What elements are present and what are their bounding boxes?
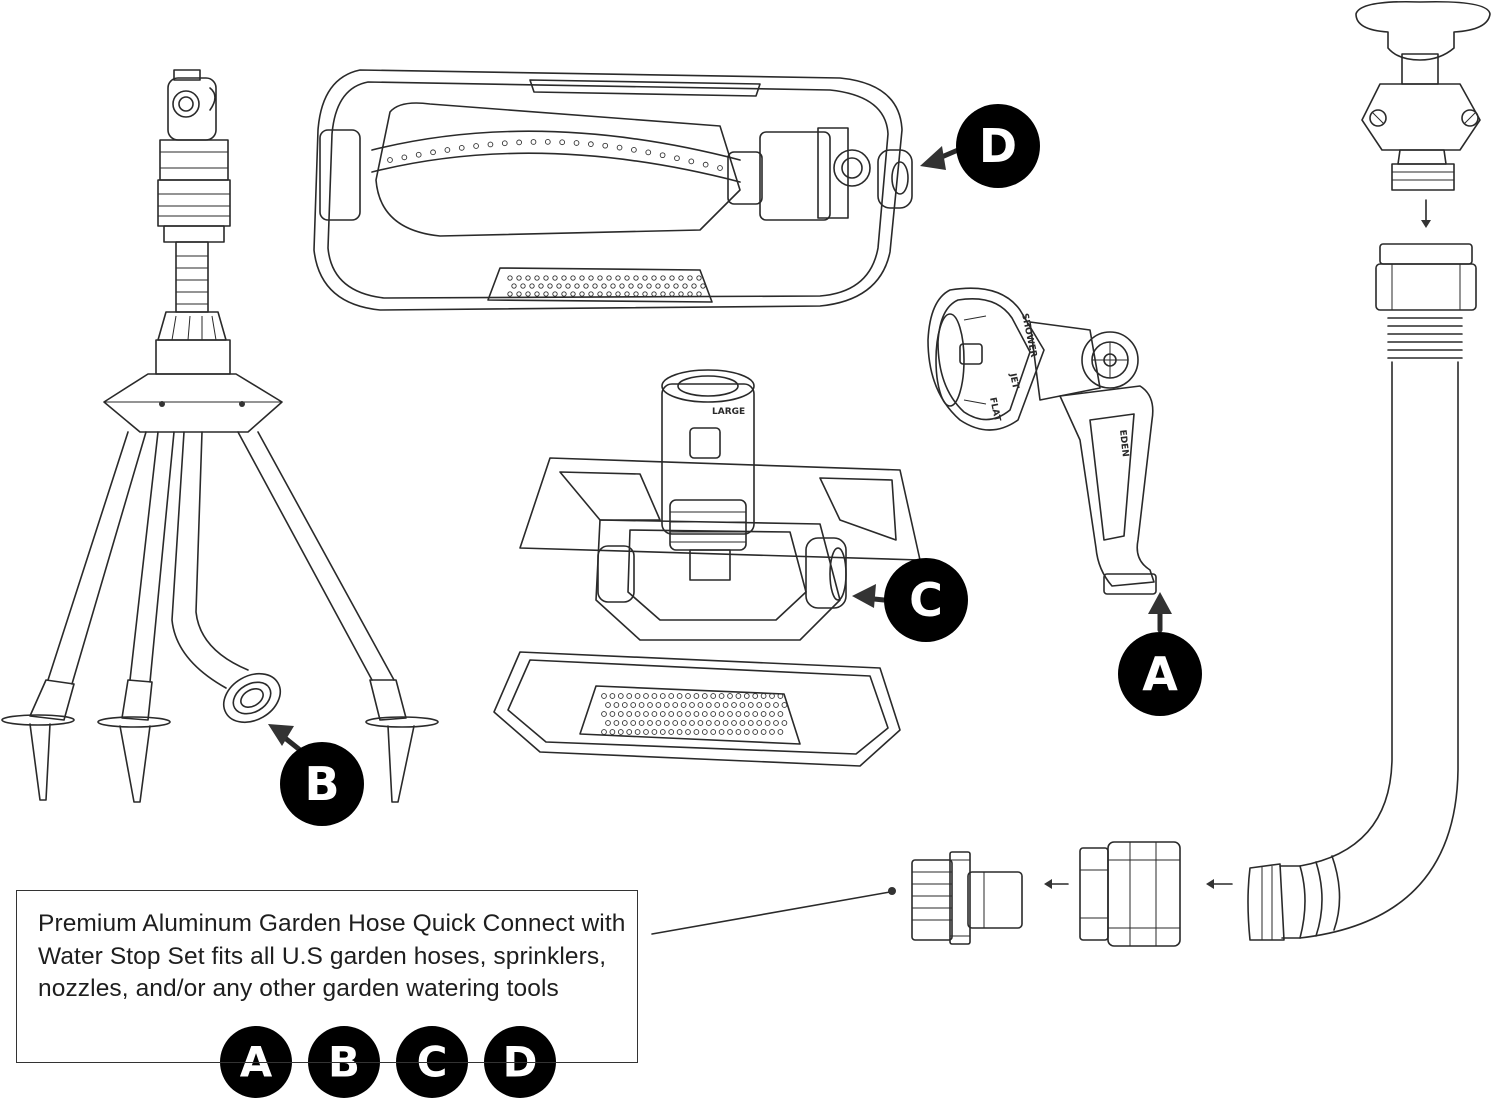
- callout-a-letter: A: [1142, 647, 1178, 701]
- oscillating-sprinkler: [313, 69, 913, 311]
- rotary-grip-dots: [601, 693, 788, 735]
- quick-connect-male: [911, 851, 1023, 945]
- callout-b-letter: B: [304, 757, 339, 811]
- callout-c: C: [852, 558, 968, 642]
- callout-c-letter: C: [909, 573, 943, 627]
- callout-b: B: [268, 724, 364, 826]
- tripod-sprinkler: [1, 69, 439, 803]
- hose: [1206, 243, 1477, 941]
- callout-d: D: [920, 104, 1040, 188]
- oscillator-grip-dots: [507, 275, 706, 297]
- faucet: [1355, 0, 1491, 228]
- quick-connect-female: [1079, 841, 1181, 947]
- caption-text: Premium Aluminum Garden Hose Quick Conne…: [38, 910, 626, 1002]
- callout-a: A: [1118, 592, 1202, 716]
- callout-d-letter: D: [979, 119, 1017, 173]
- oscillator-holes: [387, 139, 723, 171]
- rotary-sprinkler: LARGE: [493, 369, 921, 767]
- nozzle-brand-label: EDEN: [1117, 429, 1130, 457]
- hose-nozzle: EDEN SHOWER JET FLAT: [927, 287, 1157, 595]
- caption-box: [16, 890, 638, 1063]
- sprinkler-dial-label: LARGE: [712, 407, 745, 417]
- nozzle-setting-jet: JET: [1007, 372, 1020, 391]
